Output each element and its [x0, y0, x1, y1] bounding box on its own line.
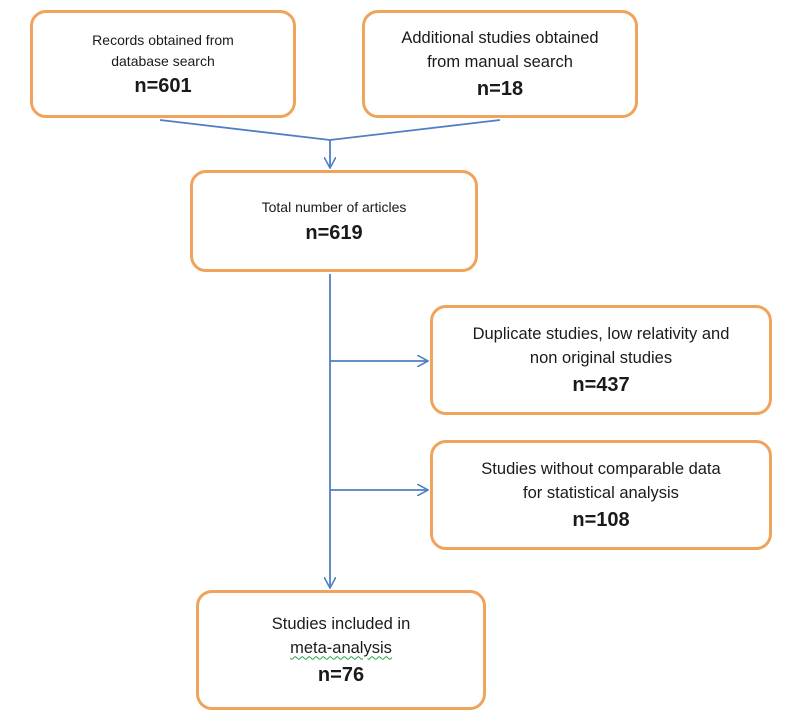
- node-total-articles-count: n=619: [305, 221, 363, 244]
- node-included-studies-line-2: meta-analysis: [290, 638, 392, 657]
- node-excluded-duplicates-line-2: non original studies: [529, 348, 673, 367]
- node-database-search-line-1: Records obtained from: [92, 32, 234, 49]
- node-included-studies-count: n=76: [317, 664, 365, 687]
- node-total-articles-line-1: Total number of articles: [261, 199, 407, 216]
- node-total-articles: Total number of articles n=619: [190, 170, 478, 272]
- node-manual-search-line-2: from manual search: [427, 52, 573, 71]
- node-excluded-no-data-line-1: Studies without comparable data: [481, 459, 721, 478]
- node-database-search-count: n=601: [134, 74, 192, 97]
- connector-database-to-merge: [159, 119, 331, 141]
- node-manual-search: Additional studies obtained from manual …: [362, 10, 638, 118]
- node-manual-search-count: n=18: [476, 78, 524, 101]
- node-excluded-no-data: Studies without comparable data for stat…: [430, 440, 772, 550]
- node-excluded-no-data-count: n=108: [572, 509, 630, 532]
- node-database-search: Records obtained from database search n=…: [30, 10, 296, 118]
- node-manual-search-line-1: Additional studies obtained: [401, 28, 599, 47]
- node-excluded-duplicates-count: n=437: [572, 374, 630, 397]
- node-excluded-duplicates: Duplicate studies, low relativity and no…: [430, 305, 772, 415]
- node-database-search-line-2: database search: [111, 52, 215, 69]
- node-excluded-no-data-line-2: for statistical analysis: [523, 483, 679, 502]
- node-excluded-duplicates-line-1: Duplicate studies, low relativity and: [472, 324, 730, 343]
- node-included-studies-line-1: Studies included in: [271, 614, 411, 633]
- node-included-studies: Studies included in meta-analysis n=76: [196, 590, 486, 710]
- connector-manual-to-merge: [329, 119, 501, 141]
